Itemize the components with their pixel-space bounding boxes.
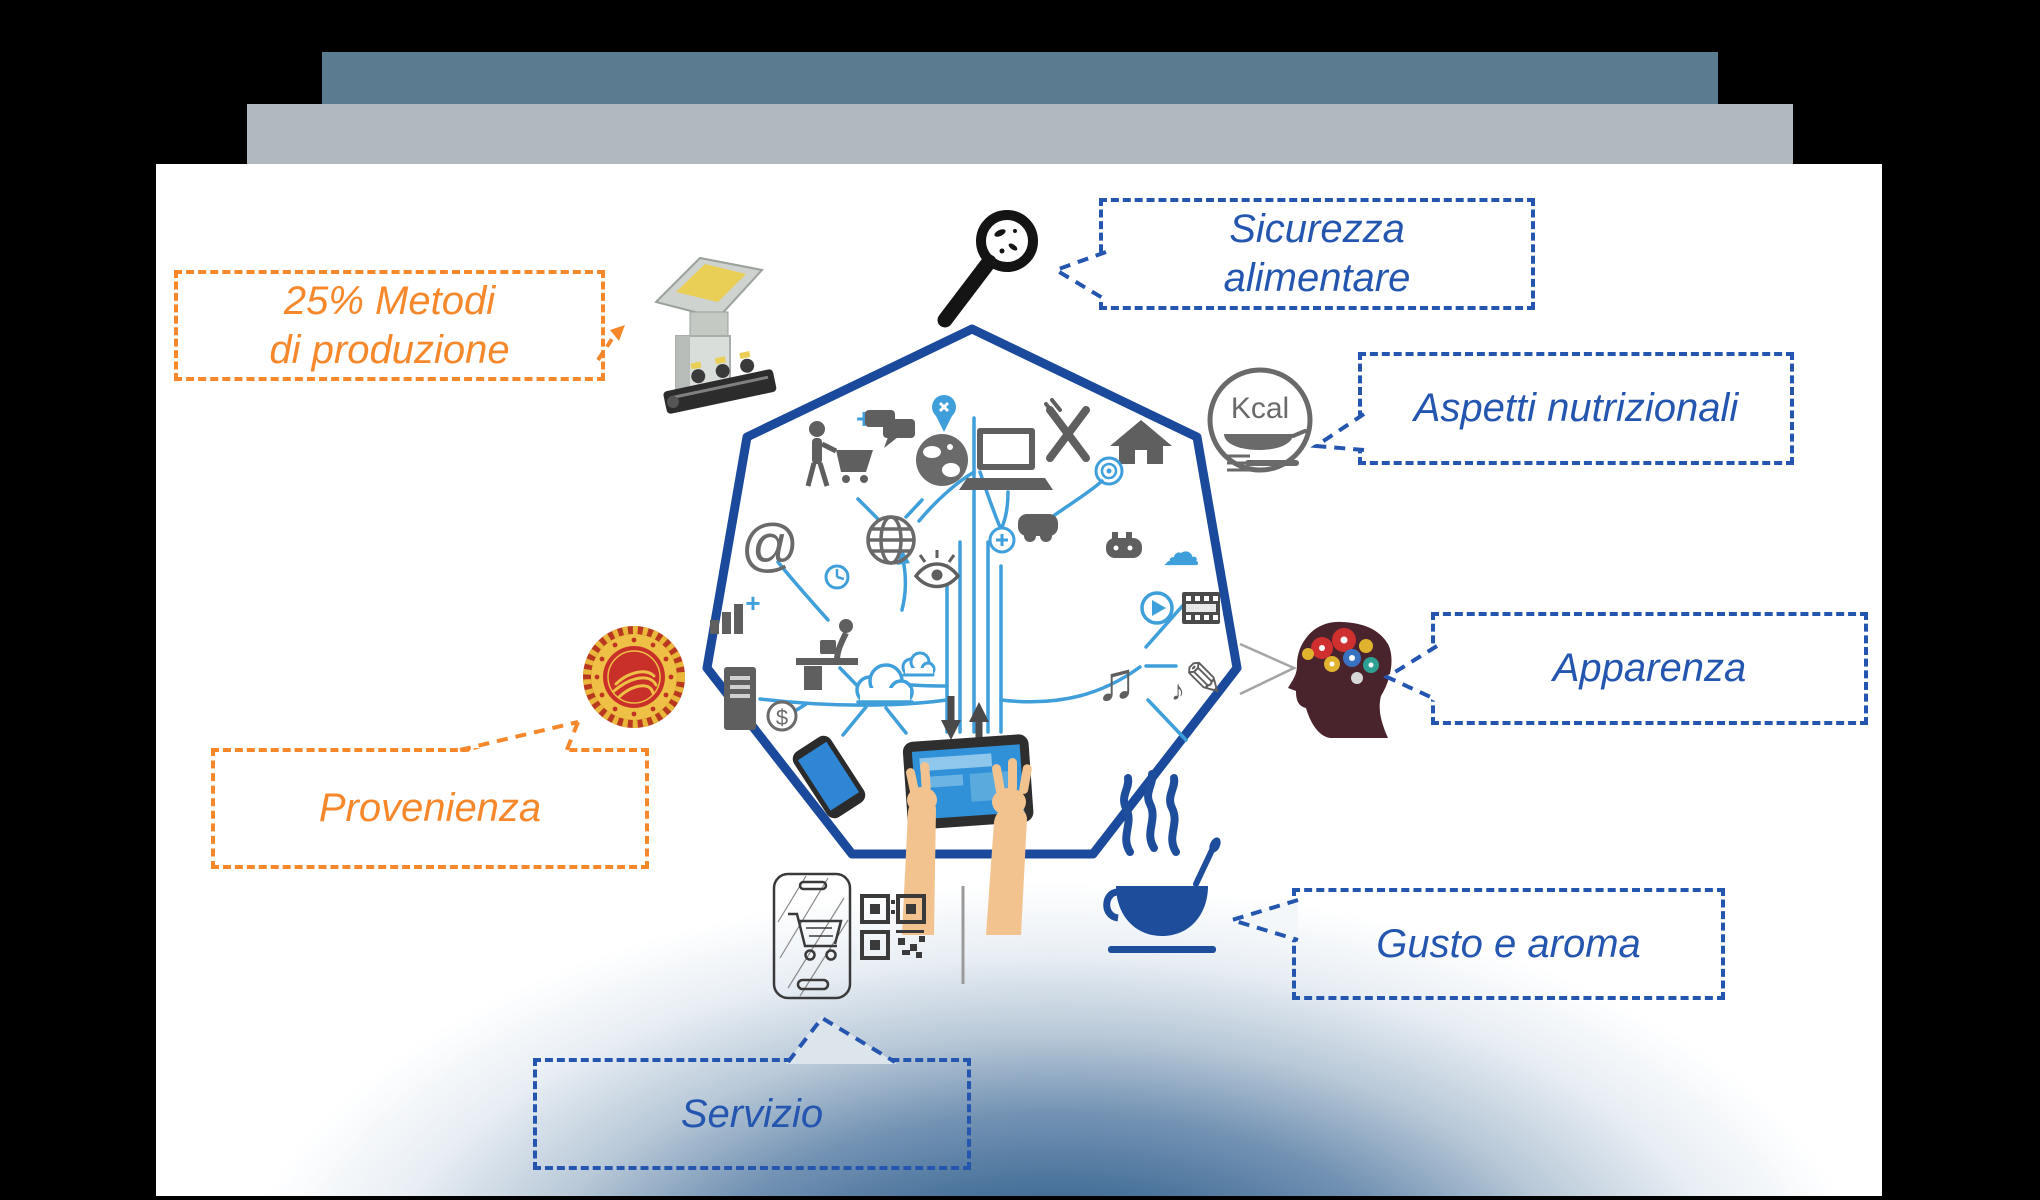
callout-provenienza-label: Provenienza xyxy=(318,786,542,831)
callout-metodi-line1: 25% Metodi xyxy=(283,278,496,323)
callout-sicurezza-alimentare: Sicurezza alimentare xyxy=(1099,198,1535,310)
callout-gusto-aroma: Gusto e aroma xyxy=(1292,888,1725,1000)
callout-aspetti-nutrizionali: Aspetti nutrizionali xyxy=(1358,352,1794,465)
callout-apparenza: Apparenza xyxy=(1431,612,1868,725)
callout-servizio: Servizio xyxy=(533,1058,971,1170)
callout-metodi-produzione: 25% Metodi di produzione xyxy=(174,270,605,381)
callout-sicurezza-line1: Sicurezza xyxy=(1229,207,1405,252)
callout-servizio-label: Servizio xyxy=(680,1091,824,1136)
top-bar-light xyxy=(247,104,1793,164)
callout-aspetti-label: Aspetti nutrizionali xyxy=(1413,386,1739,431)
callout-sicurezza-line2: alimentare xyxy=(1223,256,1411,300)
callout-metodi-line2: di produzione xyxy=(269,327,510,372)
callout-provenienza: Provenienza xyxy=(211,748,649,869)
callout-gusto-label: Gusto e aroma xyxy=(1376,921,1641,966)
top-bar-dark xyxy=(322,52,1718,104)
callout-apparenza-label: Apparenza xyxy=(1552,646,1747,691)
